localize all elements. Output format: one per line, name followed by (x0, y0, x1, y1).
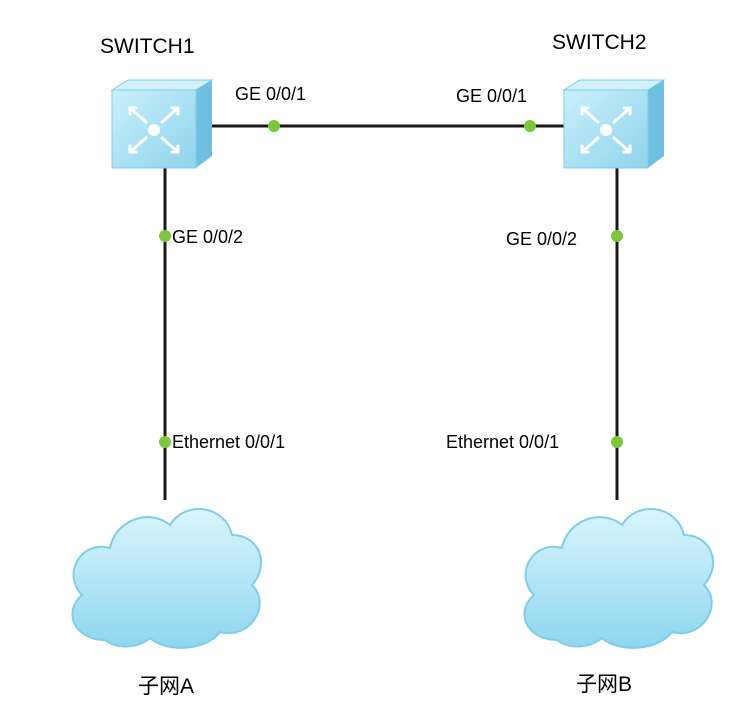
switch2-label: SWITCH2 (552, 31, 647, 54)
subnet-b-cloud-icon[interactable] (523, 508, 714, 649)
subnet-a-cloud-icon[interactable] (71, 508, 262, 649)
subnet-b-port-label: Ethernet 0/0/1 (446, 432, 560, 452)
port-dot-sw1-ge001 (268, 120, 280, 132)
port-dot-sw2-ge002 (611, 230, 623, 242)
switch1-icon[interactable] (110, 79, 214, 169)
switch2-icon[interactable] (562, 79, 666, 169)
subnet-b-label: 子网B (576, 673, 633, 696)
sw1-uplink-port-label: GE 0/0/1 (235, 84, 307, 104)
port-dot-sw2-ge001 (524, 120, 536, 132)
sw2-uplink-port-label: GE 0/0/1 (456, 86, 528, 106)
port-dot-sw1-ge002 (159, 230, 171, 242)
port-dot-subnet-a-eth (159, 436, 171, 448)
subnet-a-port-label: Ethernet 0/0/1 (172, 432, 286, 452)
sw1-down-port-label: GE 0/0/2 (172, 227, 244, 247)
switch1-label: SWITCH1 (100, 35, 195, 58)
subnet-a-label: 子网A (138, 675, 195, 698)
sw2-down-port-label: GE 0/0/2 (506, 229, 578, 249)
port-dot-subnet-b-eth (611, 436, 623, 448)
